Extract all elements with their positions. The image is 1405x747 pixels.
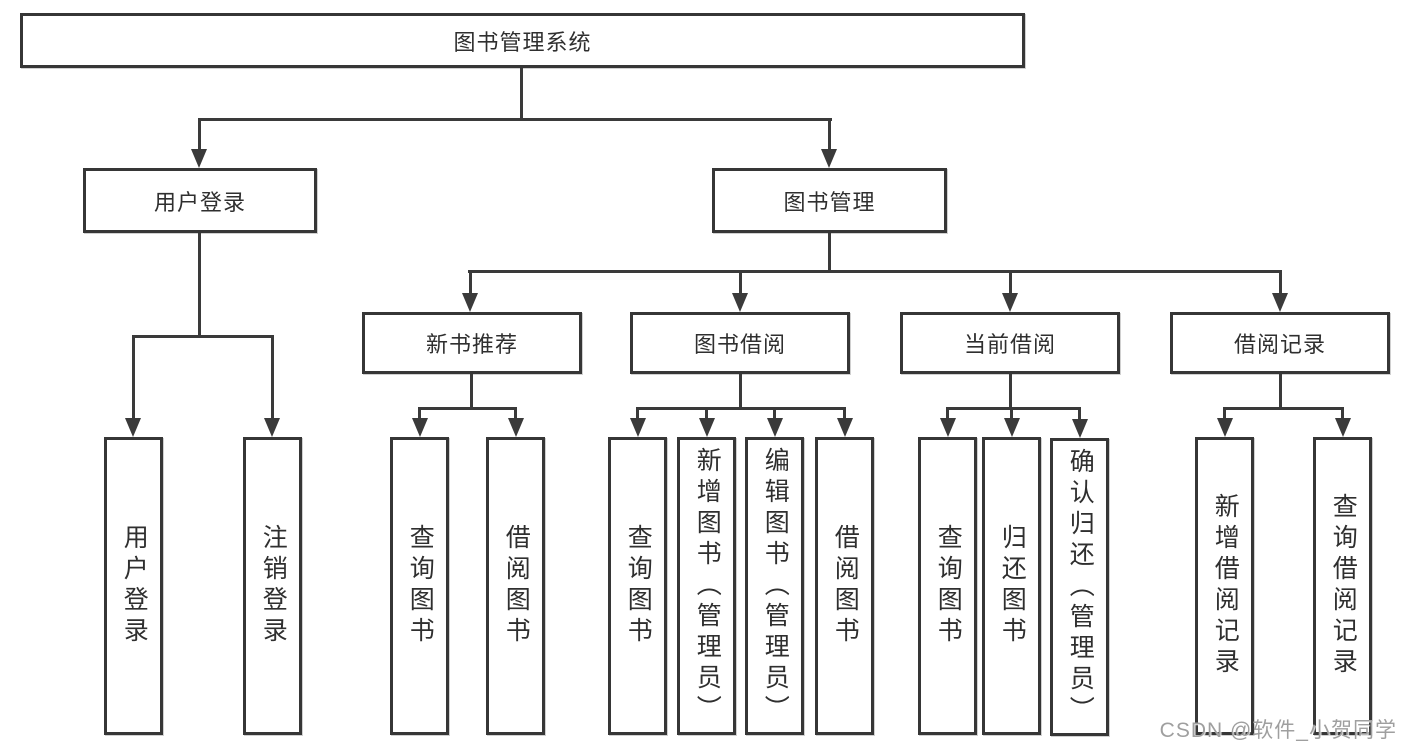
connector-line <box>1279 273 1282 295</box>
node-leaf-bb-borrow-books: 借阅图书 <box>815 437 874 735</box>
node-borrow-records: 借阅记录 <box>1170 312 1390 374</box>
connector-line <box>739 374 742 410</box>
connector-line <box>843 410 846 419</box>
arrowhead-down-icon <box>1217 418 1233 437</box>
connector-line <box>271 338 274 418</box>
csdn-watermark: CSDN @软件_小贺同学 <box>1159 719 1397 742</box>
node-leaf-cb-return-books: 归还图书 <box>982 437 1041 735</box>
connector-line <box>739 273 742 295</box>
connector-line <box>198 121 201 151</box>
connector-line <box>470 374 473 410</box>
arrowhead-down-icon <box>462 293 478 312</box>
connector-line <box>828 233 831 273</box>
arrowhead-down-icon <box>508 418 524 437</box>
leaf-label: 注销登录 <box>259 524 288 648</box>
leaf-label: 新增图书（管理员） <box>693 446 722 726</box>
connector-line <box>198 233 201 338</box>
arrowhead-down-icon <box>264 418 280 437</box>
arrowhead-down-icon <box>1272 293 1288 312</box>
node-current-borrow: 当前借阅 <box>900 312 1120 374</box>
leaf-label: 确认归还（管理员） <box>1066 447 1095 727</box>
arrowhead-down-icon <box>1004 418 1020 437</box>
connector-line <box>1009 374 1012 410</box>
arrowhead-down-icon <box>940 418 956 437</box>
leaf-label: 新增借阅记录 <box>1211 493 1240 679</box>
connector-line <box>705 410 708 419</box>
node-new-book-recommend: 新书推荐 <box>362 312 582 374</box>
node-book-borrow: 图书借阅 <box>630 312 850 374</box>
connector-line <box>946 407 1081 410</box>
connector-line <box>418 407 517 410</box>
node-leaf-nbr-query-books: 查询图书 <box>390 437 449 735</box>
arrowhead-down-icon <box>125 418 141 437</box>
node-leaf-bb-edit-books-admin: 编辑图书（管理员） <box>745 437 804 735</box>
node-user-login: 用户登录 <box>83 168 317 233</box>
connector-line <box>636 407 846 410</box>
node-leaf-logout: 注销登录 <box>243 437 302 735</box>
node-leaf-br-add-record: 新增借阅记录 <box>1195 437 1254 735</box>
connector-line <box>1341 410 1344 419</box>
connector-line <box>514 410 517 419</box>
leaf-label: 查询图书 <box>624 524 653 648</box>
leaf-label: 归还图书 <box>998 524 1027 648</box>
connector-line <box>468 270 1282 273</box>
leaf-label: 用户登录 <box>120 524 149 648</box>
arrowhead-down-icon <box>1002 293 1018 312</box>
arrowhead-down-icon <box>837 418 853 437</box>
leaf-label: 查询图书 <box>406 524 435 648</box>
connector-line <box>946 410 949 419</box>
arrowhead-down-icon <box>767 418 783 437</box>
connector-line <box>1223 410 1226 419</box>
node-book-management: 图书管理 <box>712 168 947 233</box>
arrowhead-down-icon <box>191 149 207 168</box>
connector-line <box>418 410 421 419</box>
arrowhead-down-icon <box>821 149 837 168</box>
connector-line <box>1010 410 1013 419</box>
arrowhead-down-icon <box>732 293 748 312</box>
arrowhead-down-icon <box>699 418 715 437</box>
connector-line <box>132 338 135 418</box>
connector-line <box>773 410 776 419</box>
connector-line <box>1078 410 1081 419</box>
connector-line <box>1223 407 1344 410</box>
node-root: 图书管理系统 <box>20 13 1025 68</box>
node-leaf-bb-add-books-admin: 新增图书（管理员） <box>677 437 736 735</box>
connector-line <box>1009 273 1012 295</box>
connector-line <box>636 410 639 419</box>
connector-line <box>1279 374 1282 410</box>
node-leaf-nbr-borrow-books: 借阅图书 <box>486 437 545 735</box>
leaf-label: 借阅图书 <box>502 524 531 648</box>
leaf-label: 借阅图书 <box>831 524 860 648</box>
connector-line <box>198 118 832 121</box>
connector-line <box>828 121 831 151</box>
arrowhead-down-icon <box>1335 418 1351 437</box>
node-leaf-br-query-record: 查询借阅记录 <box>1313 437 1372 735</box>
leaf-label: 查询图书 <box>934 524 963 648</box>
node-leaf-bb-query-books: 查询图书 <box>608 437 667 735</box>
arrowhead-down-icon <box>412 418 428 437</box>
leaf-label: 编辑图书（管理员） <box>761 446 790 726</box>
arrowhead-down-icon <box>630 418 646 437</box>
connector-line <box>469 273 472 295</box>
node-leaf-cb-confirm-return-admin: 确认归还（管理员） <box>1050 438 1109 736</box>
connector-line <box>132 335 274 338</box>
leaf-label: 查询借阅记录 <box>1329 493 1358 679</box>
node-leaf-cb-query-books: 查询图书 <box>918 437 977 735</box>
connector-line <box>520 68 523 121</box>
node-leaf-user-login: 用户登录 <box>104 437 163 735</box>
arrowhead-down-icon <box>1072 419 1088 438</box>
